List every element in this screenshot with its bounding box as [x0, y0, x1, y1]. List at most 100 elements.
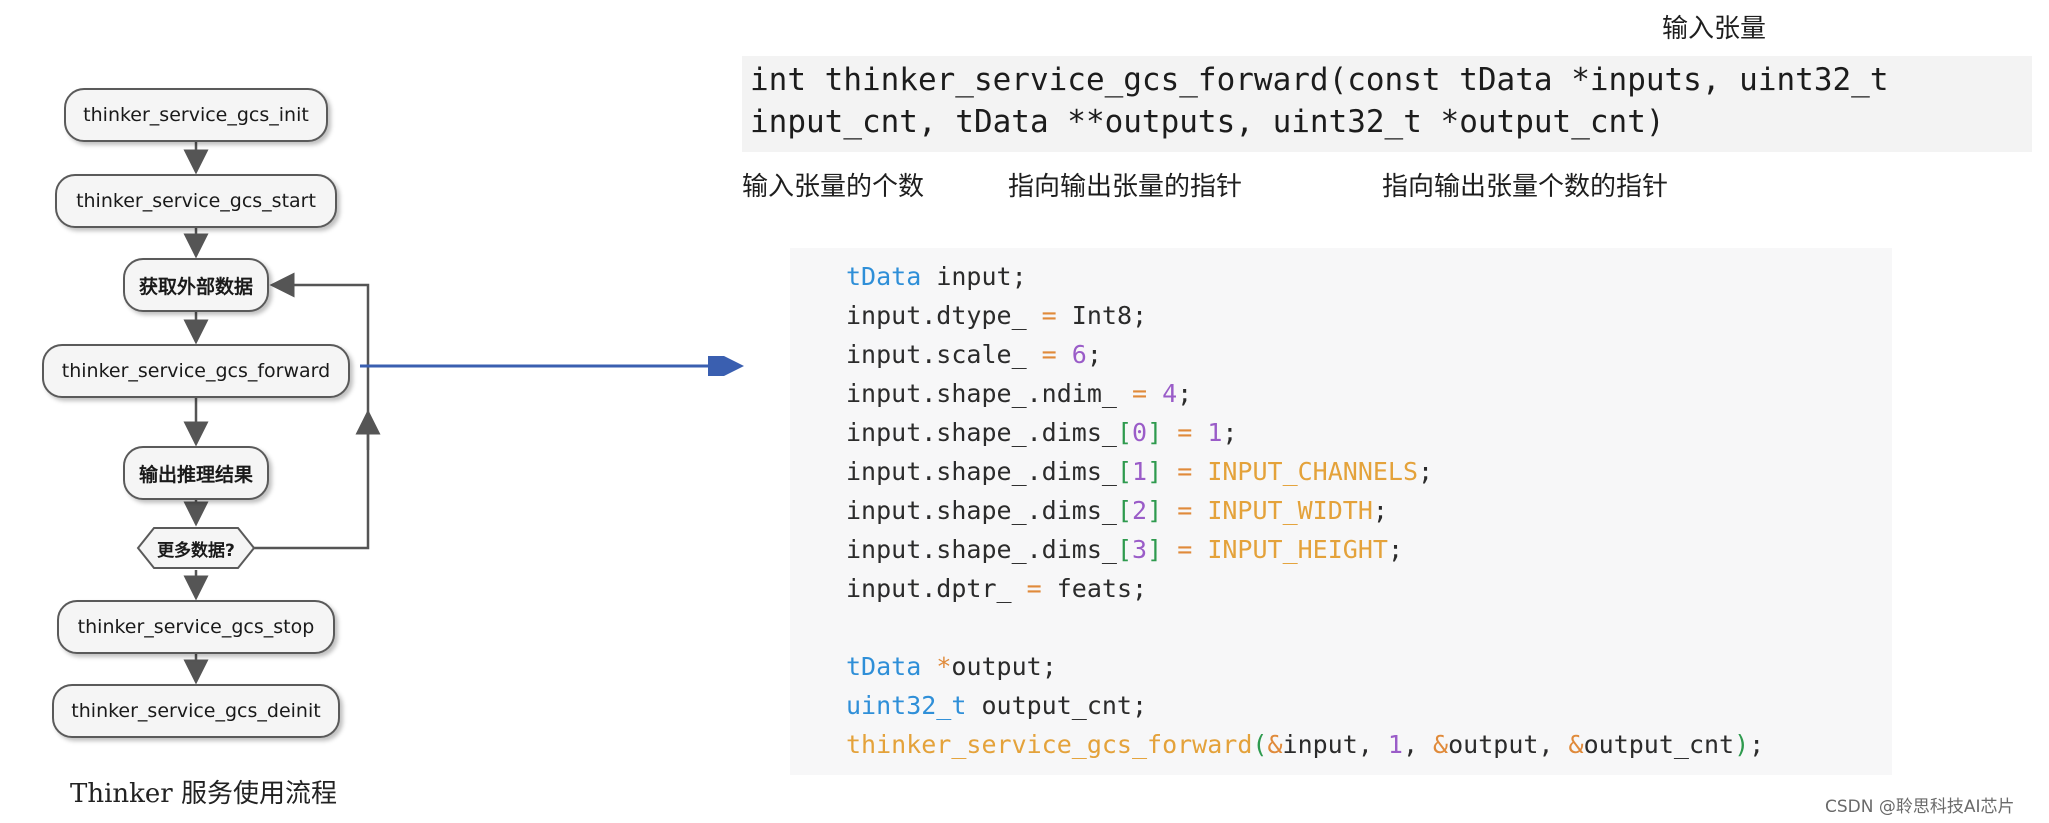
code-token: input.shape_.dims_	[846, 496, 1117, 525]
code-token: input.shape_.dims_	[846, 457, 1117, 486]
code-token: ,	[1402, 730, 1434, 759]
code-token: input.shape_.dims_	[846, 535, 1117, 564]
link-arrow	[360, 356, 744, 376]
code-token: input.scale_	[846, 340, 1042, 369]
code-token: 6	[1071, 340, 1087, 369]
label-inputs: 输入张量	[1662, 14, 1767, 44]
code-token	[1192, 457, 1207, 486]
code-token: input.shape_.ndim_	[846, 379, 1132, 408]
signature-line-1: int thinker_service_gcs_forward(const tD…	[750, 62, 1889, 98]
decision-diamond	[136, 527, 256, 569]
code-token: ;	[1222, 418, 1238, 447]
code-token	[1057, 340, 1072, 369]
code-block	[790, 248, 1892, 775]
code-token: ;	[1177, 379, 1193, 408]
code-token: uint32_t	[846, 691, 967, 720]
signature-line-2: input_cnt, tData **outputs, uint32_t *ou…	[750, 104, 1665, 140]
code-token: output_cnt	[1583, 730, 1735, 759]
code-token: Int8;	[1056, 301, 1148, 330]
code-token: *	[936, 652, 952, 681]
code-token	[1162, 457, 1177, 486]
node-get-data: 获取外部数据	[123, 258, 269, 312]
code-token: ;	[1387, 535, 1403, 564]
flowchart-caption: Thinker 服务使用流程	[70, 779, 337, 809]
code-token: input;	[921, 262, 1027, 291]
code-line: input.shape_.ndim_ = 4;	[846, 379, 1192, 408]
code-line: input.shape_.dims_[3] = INPUT_HEIGHT;	[846, 535, 1403, 564]
code-token: &	[1267, 730, 1283, 759]
code-token: tData	[846, 262, 922, 291]
node-more-data: 更多数据?	[157, 540, 235, 561]
flowchart-connectors	[183, 142, 381, 685]
node-output-result: 输出推理结果	[123, 446, 269, 500]
code-token	[1192, 496, 1207, 525]
code-token: INPUT_CHANNELS	[1207, 457, 1419, 486]
code-token: [	[1116, 418, 1132, 447]
node-stop: thinker_service_gcs_stop	[57, 600, 335, 654]
code-token: 2	[1132, 496, 1148, 525]
code-token: thinker_service_gcs_forward	[846, 730, 1253, 759]
code-token: 0	[1132, 418, 1148, 447]
code-token: (	[1252, 730, 1268, 759]
code-token: ;	[1372, 496, 1388, 525]
code-token: output_cnt;	[966, 691, 1148, 720]
code-line: tData *output;	[846, 652, 1057, 681]
code-token: =	[1026, 574, 1042, 603]
node-forward: thinker_service_gcs_forward	[42, 344, 350, 398]
code-token: =	[1177, 496, 1193, 525]
code-token: ;	[1086, 340, 1102, 369]
code-token: =	[1177, 535, 1193, 564]
code-token: input.shape_.dims_	[846, 418, 1117, 447]
code-token	[921, 652, 936, 681]
node-start: thinker_service_gcs_start	[55, 174, 337, 228]
code-token: ;	[1418, 457, 1434, 486]
code-token: )	[1734, 730, 1750, 759]
code-line: input.dtype_ = Int8;	[846, 301, 1147, 330]
code-token: [	[1116, 496, 1132, 525]
code-token: input.dptr_	[846, 574, 1027, 603]
code-token: =	[1131, 379, 1148, 408]
code-token: &	[1433, 730, 1449, 759]
code-token: input.dtype_	[846, 301, 1042, 330]
code-token: 3	[1132, 535, 1148, 564]
label-input-cnt: 输入张量的个数	[742, 172, 925, 202]
code-token: ]	[1147, 457, 1163, 486]
label-output-cnt: 指向输出张量个数的指针	[1382, 172, 1669, 202]
code-token	[1162, 535, 1177, 564]
flowchart: thinker_service_gcs_init thinker_service…	[0, 0, 400, 823]
code-token: ;	[1749, 730, 1765, 759]
code-token: output,	[1448, 730, 1569, 759]
code-line: input.scale_ = 6;	[846, 340, 1102, 369]
code-line: input.shape_.dims_[1] = INPUT_CHANNELS;	[846, 457, 1433, 486]
watermark: CSDN @聆思科技AI芯片	[1825, 797, 2015, 817]
code-token: =	[1177, 457, 1193, 486]
code-token: tData	[846, 652, 922, 681]
code-token: ]	[1147, 496, 1163, 525]
code-token	[1147, 379, 1162, 408]
code-token	[1192, 535, 1207, 564]
code-token	[1192, 418, 1207, 447]
code-token: output;	[951, 652, 1057, 681]
code-token: =	[1041, 301, 1057, 330]
code-line: input.shape_.dims_[0] = 1;	[846, 418, 1237, 447]
code-line: thinker_service_gcs_forward(&input, 1, &…	[846, 730, 1764, 759]
code-token: 1	[1387, 730, 1403, 759]
code-token: &	[1568, 730, 1584, 759]
code-line: input.shape_.dims_[2] = INPUT_WIDTH;	[846, 496, 1388, 525]
code-token: 1	[1132, 457, 1148, 486]
code-token: 1	[1207, 418, 1223, 447]
code-token: INPUT_HEIGHT	[1207, 535, 1388, 564]
label-outputs: 指向输出张量的指针	[1008, 172, 1243, 202]
code-token: feats;	[1041, 574, 1148, 603]
code-token: ]	[1147, 418, 1163, 447]
node-deinit: thinker_service_gcs_deinit	[52, 684, 340, 738]
code-token	[1162, 496, 1177, 525]
code-token: =	[1041, 340, 1057, 369]
node-init: thinker_service_gcs_init	[64, 88, 328, 142]
code-token: input,	[1282, 730, 1388, 759]
code-token: [	[1116, 535, 1132, 564]
code-token	[1162, 418, 1177, 447]
code-token: ]	[1147, 535, 1163, 564]
code-token: INPUT_WIDTH	[1207, 496, 1373, 525]
code-token: [	[1116, 457, 1132, 486]
